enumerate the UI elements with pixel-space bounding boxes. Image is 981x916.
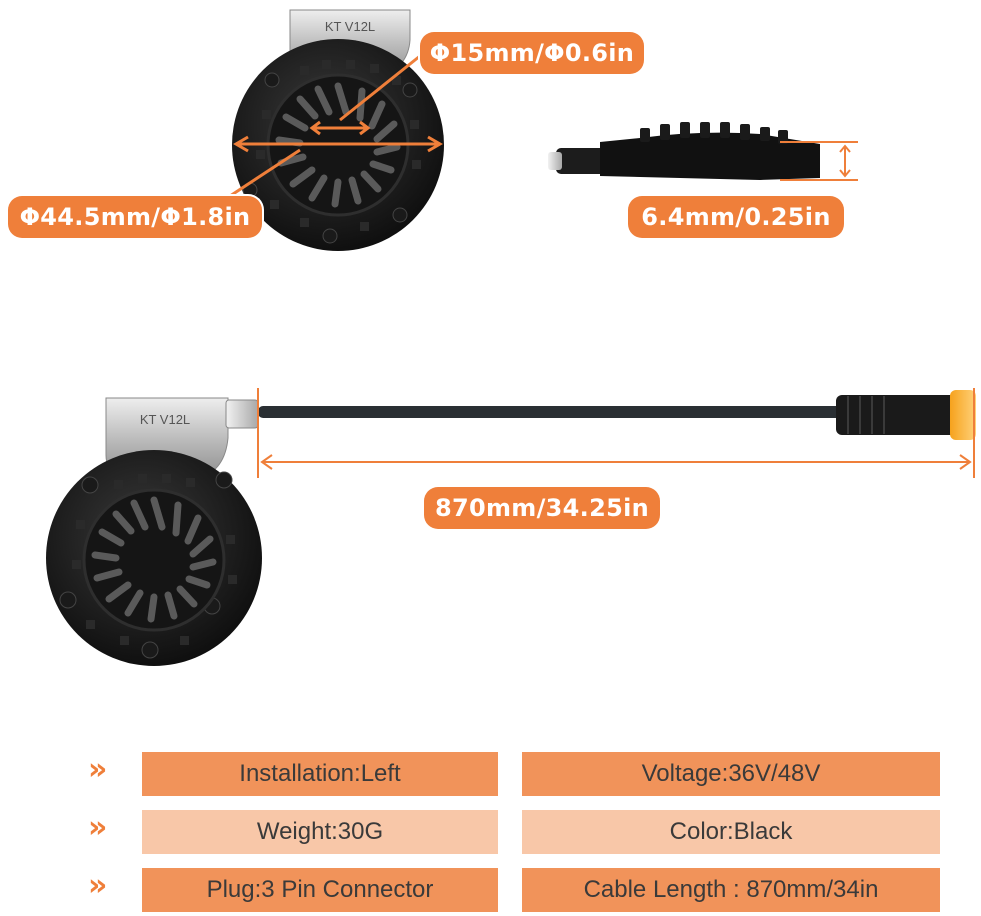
inner-diameter-label: Φ15mm/Φ0.6in xyxy=(420,32,644,74)
side-body xyxy=(600,132,820,180)
magnet-teeth-bottom xyxy=(91,496,217,623)
side-connector-stub xyxy=(556,148,606,174)
cable-length-label: 870mm/34.25in xyxy=(424,487,660,529)
thickness-label: 6.4mm/0.25in xyxy=(628,196,844,238)
sensor-label-bottom: KT V12L xyxy=(140,412,190,427)
sensor-label-top: KT V12L xyxy=(325,19,375,34)
sensor-front-view-top xyxy=(229,9,444,251)
cable xyxy=(258,406,842,418)
chevron-icon: » xyxy=(88,868,108,903)
spec-cable-length: Cable Length : 870mm/34in xyxy=(522,868,940,912)
chevron-icon: » xyxy=(88,810,108,845)
spec-color: Color:Black xyxy=(522,810,940,854)
spec-installation: Installation:Left xyxy=(142,752,498,796)
spec-plug: Plug:3 Pin Connector xyxy=(142,868,498,912)
spec-weight: Weight:30G xyxy=(142,810,498,854)
sensor-with-cable xyxy=(46,388,976,666)
inner-diameter-arrow xyxy=(309,54,421,136)
magnet-teeth xyxy=(275,82,401,208)
outer-pegs xyxy=(256,60,421,231)
outer-diameter-label: Φ44.5mm/Φ1.8in xyxy=(8,196,262,238)
spec-voltage: Voltage:36V/48V xyxy=(522,752,940,796)
cable-sleeve xyxy=(225,399,259,429)
thickness-arrow xyxy=(780,141,858,181)
chevron-icon: » xyxy=(88,752,108,787)
connector-orange-tip xyxy=(950,390,976,440)
connector-body xyxy=(836,395,956,435)
ring-bumps xyxy=(242,72,418,244)
sensor-side-view xyxy=(548,122,858,181)
outer-diameter-arrow xyxy=(229,135,443,198)
cable-length-arrow xyxy=(257,388,975,478)
